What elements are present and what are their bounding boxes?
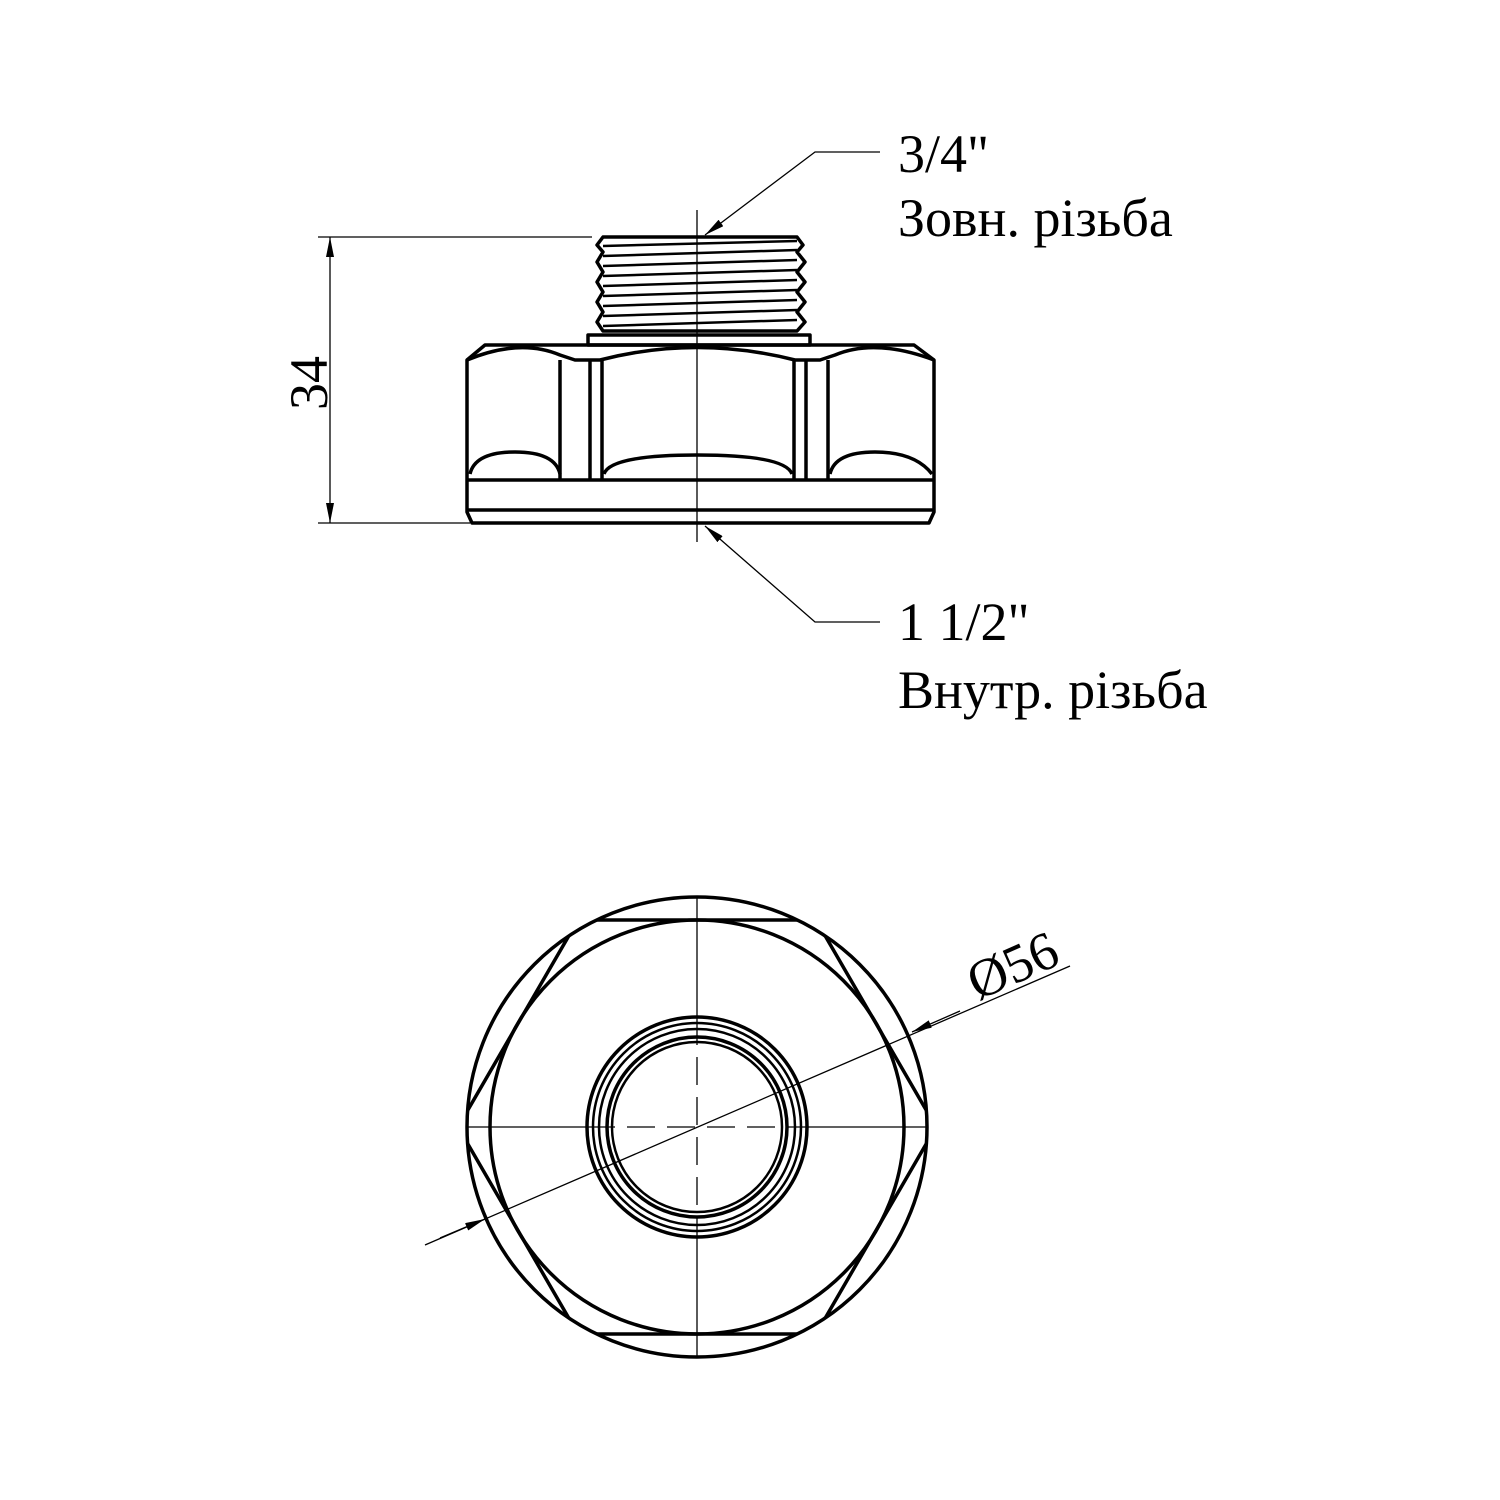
top-thread-type: Зовн. різьба <box>898 188 1173 248</box>
top-thread-callout: 3/4" Зовн. різьба <box>704 124 1173 248</box>
top-thread-size: 3/4" <box>898 124 989 184</box>
top-view: Ø56 <box>424 895 1071 1359</box>
side-view: 34 3/4" Зовн. різьба 1 1/2" Внутр. різьб… <box>279 124 1208 720</box>
center-lines <box>467 897 927 1357</box>
bottom-thread-callout: 1 1/2" Внутр. різьба <box>704 525 1208 720</box>
height-dimension: 34 <box>279 236 592 524</box>
hex-body <box>465 343 936 525</box>
bottom-thread-type: Внутр. різьба <box>898 660 1208 720</box>
diameter-label: Ø56 <box>958 919 1067 1012</box>
bottom-thread-size: 1 1/2" <box>898 592 1030 652</box>
male-thread <box>595 235 807 333</box>
height-label: 34 <box>279 356 339 410</box>
